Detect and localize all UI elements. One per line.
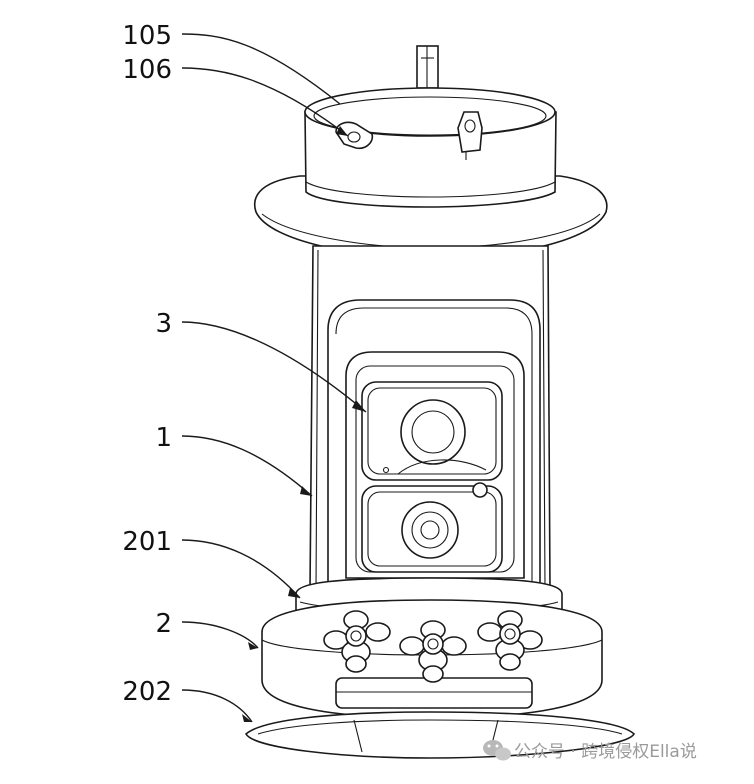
perch-ring (244, 711, 636, 759)
leader-202 (181, 689, 253, 723)
leader-1 (181, 435, 313, 497)
arrowhead-202 (242, 714, 252, 722)
reference-labels: 105 106 3 1 201 2 202 (122, 21, 172, 707)
top-ring (304, 87, 557, 208)
flower-port-center (399, 620, 467, 683)
arrowhead-2 (248, 642, 258, 650)
leader-105 (181, 33, 341, 105)
leader-lines (181, 33, 367, 723)
label-106: 106 (122, 55, 172, 85)
flower-port-left (323, 610, 391, 673)
wechat-icon (483, 740, 511, 761)
hanger-rod (416, 45, 439, 89)
arrowhead-1 (300, 486, 312, 496)
label-2: 2 (155, 609, 172, 639)
leader-106 (181, 67, 349, 137)
leader-201 (181, 539, 301, 599)
leader-3 (181, 321, 367, 413)
label-201: 201 (122, 527, 172, 557)
arrowhead-3 (352, 400, 366, 412)
label-3: 3 (155, 309, 172, 339)
watermark: 公众号 · 跨境侵权Ella说 (483, 740, 697, 762)
label-1: 1 (155, 423, 172, 453)
label-105: 105 (122, 21, 172, 51)
leader-2 (181, 621, 259, 649)
flower-port-right (477, 610, 543, 671)
hook-left (335, 121, 374, 150)
arrowhead-201 (288, 588, 300, 598)
watermark-text: 公众号 · 跨境侵权Ella说 (514, 742, 697, 762)
camera-module (345, 351, 525, 579)
hook-right (457, 111, 483, 160)
label-202: 202 (122, 677, 172, 707)
arrowhead-106 (336, 126, 348, 136)
